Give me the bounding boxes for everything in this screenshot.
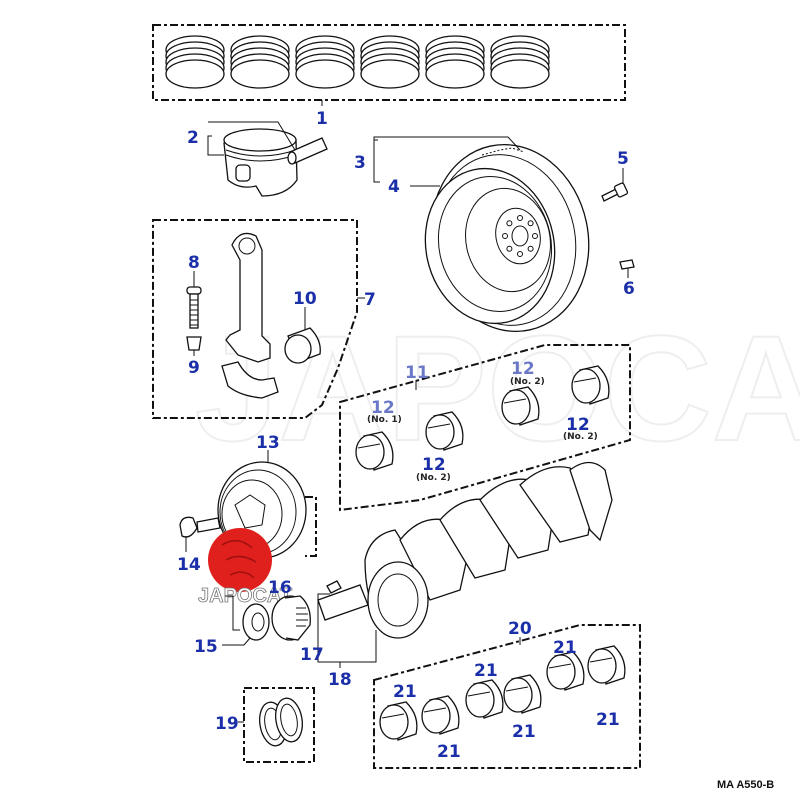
callout-19[interactable]: 19	[215, 714, 239, 734]
crank-washer[interactable]	[242, 603, 270, 641]
piston-ring	[165, 35, 225, 89]
crank-key[interactable]	[326, 580, 342, 594]
piston[interactable]	[223, 128, 328, 197]
bolt-hole	[517, 251, 523, 257]
flywheel[interactable]	[411, 130, 606, 346]
callout-8[interactable]: 8	[188, 253, 200, 273]
bolt-hole	[527, 220, 534, 227]
sub-label-no2-c: (No. 2)	[563, 432, 598, 442]
bolt-hole	[506, 245, 513, 252]
callout-5[interactable]: 5	[617, 149, 629, 169]
piston-ring	[295, 35, 355, 89]
callout-18[interactable]: 18	[328, 670, 352, 690]
main-bearing	[425, 411, 464, 451]
bearing-group-box	[373, 624, 641, 769]
thrust-washer[interactable]	[256, 696, 305, 748]
timing-gear[interactable]	[271, 595, 311, 641]
main-bearing	[571, 365, 610, 405]
callout-12-no1[interactable]: 12	[371, 398, 395, 418]
callout-21-f[interactable]: 21	[596, 710, 620, 730]
watermark: JAPOCAT	[195, 304, 800, 472]
crank-bearing	[421, 695, 460, 735]
callout-10[interactable]: 10	[293, 289, 317, 309]
bolt-hole	[506, 220, 513, 227]
callout-15[interactable]: 15	[194, 637, 218, 657]
conrod-nut[interactable]	[186, 336, 202, 351]
pulley-bracket	[305, 496, 317, 557]
crank-bearing	[379, 701, 418, 741]
callout-21-c[interactable]: 21	[474, 661, 498, 681]
callout-12-no2-a[interactable]: 12	[422, 455, 446, 475]
thrust-washer-box	[243, 687, 315, 763]
callout-21-a[interactable]: 21	[393, 682, 417, 702]
crank-bearing	[503, 674, 542, 714]
pulley-bolt[interactable]	[179, 516, 221, 552]
crank-bearing	[546, 651, 585, 691]
piston-ring	[360, 35, 420, 89]
callout-16[interactable]: 16	[268, 578, 292, 598]
crankshaft[interactable]	[317, 461, 613, 639]
callout-12-no2-c[interactable]: 12	[566, 415, 590, 435]
japocat-logo: JAPOCAT	[198, 528, 292, 607]
dowel-pin[interactable]	[619, 259, 635, 278]
callout-4[interactable]: 4	[388, 177, 400, 197]
connecting-rod[interactable]	[221, 232, 279, 399]
main-bearing	[355, 431, 394, 471]
callout-21-d[interactable]: 21	[512, 722, 536, 742]
conrod-bearing[interactable]	[284, 327, 321, 364]
bolt-hole	[502, 233, 508, 239]
bolt-hole	[527, 245, 534, 252]
piston-ring	[425, 35, 485, 89]
callout-6[interactable]: 6	[623, 279, 635, 299]
piston-ring	[230, 35, 290, 89]
callout-1[interactable]: 1	[316, 109, 328, 129]
bolt-hole	[532, 233, 538, 239]
callout-2[interactable]: 2	[187, 128, 199, 148]
bolt-hole	[517, 215, 523, 221]
callout-13[interactable]: 13	[256, 433, 280, 453]
main-bearing	[501, 386, 540, 426]
callout-21-b[interactable]: 21	[437, 742, 461, 762]
flywheel-bolt[interactable]	[601, 168, 629, 202]
callout-17[interactable]: 17	[300, 645, 324, 665]
conrod-group-box	[152, 219, 358, 419]
sub-label-no1: (No. 1)	[367, 415, 402, 425]
sub-label-no2-b: (No. 2)	[510, 377, 545, 387]
callout-7[interactable]: 7	[364, 290, 376, 310]
logo-text: JAPOCAT	[198, 585, 292, 607]
callout-12-no2-b[interactable]: 12	[511, 359, 535, 379]
crank-bearing	[587, 645, 626, 685]
crank-bearing	[465, 679, 504, 719]
callout-14[interactable]: 14	[177, 555, 201, 575]
sub-label-no2-a: (No. 2)	[416, 473, 451, 483]
callout-20[interactable]: 20	[508, 619, 532, 639]
piston-ring-set[interactable]	[152, 24, 626, 106]
callout-9[interactable]: 9	[188, 358, 200, 378]
diagram-code: MA A550-B	[717, 779, 774, 791]
main-bearing-group-box	[339, 344, 631, 512]
callout-21-e[interactable]: 21	[553, 638, 577, 658]
callout-3[interactable]: 3	[354, 153, 366, 173]
callout-11[interactable]: 11	[405, 363, 429, 383]
piston-ring	[490, 35, 550, 89]
